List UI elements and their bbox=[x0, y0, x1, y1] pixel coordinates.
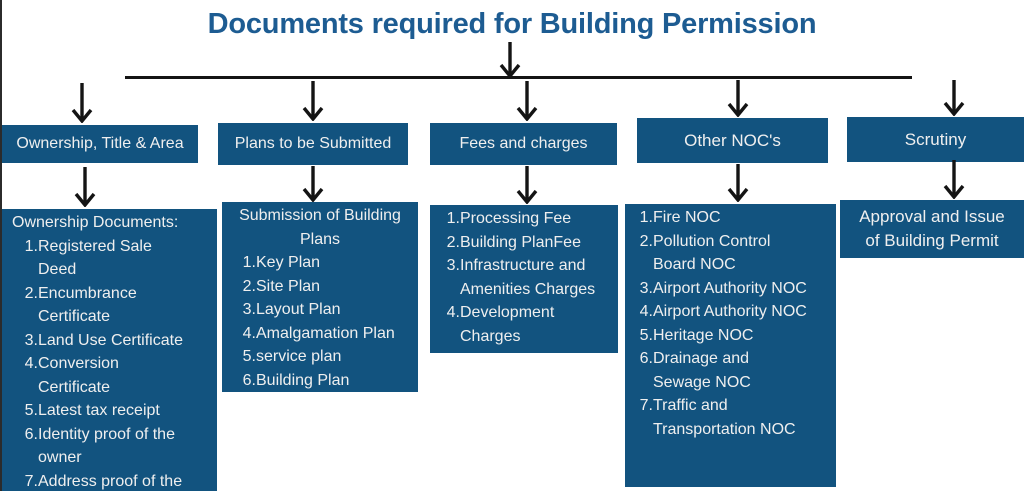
fees-charges-list: Processing Fee Building PlanFee Infrastr… bbox=[430, 205, 618, 348]
list-item: Heritage NOC bbox=[653, 326, 754, 344]
header-label: Other NOC's bbox=[684, 130, 781, 150]
building-plans-list: Key Plan Site Plan Layout Plan Amalgamat… bbox=[222, 251, 418, 392]
list-item: Processing Fee bbox=[460, 210, 572, 227]
list-item: Identity proof of the owner bbox=[38, 425, 175, 467]
arrow-down-icon bbox=[71, 83, 93, 123]
list-item: Drainage and Sewage NOC bbox=[653, 350, 751, 391]
list-item: Registered Sale Deed bbox=[38, 237, 152, 279]
list-item: Address proof of the owner bbox=[38, 472, 183, 490]
list-item: Airport Authority NOC bbox=[653, 303, 807, 320]
body-box-submission-of-building-plans: Submission of Building Plans Key Plan Si… bbox=[222, 202, 418, 392]
list-item: Fire NOC bbox=[653, 209, 721, 226]
body-box-title: Ownership Documents: bbox=[12, 214, 179, 231]
body-box-fees-list: Processing Fee Building PlanFee Infrastr… bbox=[430, 205, 618, 353]
list-item: Key Plan bbox=[256, 254, 321, 271]
header-label: Scrutiny bbox=[904, 129, 967, 149]
list-item: Traffic and Transportation NOC bbox=[653, 397, 796, 438]
list-item: service plan bbox=[256, 348, 342, 365]
list-item: Amalgamation Plan bbox=[256, 324, 395, 342]
list-item: Land Use Certificate bbox=[38, 331, 183, 349]
list-item: Airport Authority NOC bbox=[653, 279, 807, 297]
body-box-title: Submission of Building Plans bbox=[239, 207, 401, 248]
header-box-plans-to-be-submitted: Plans to be Submitted bbox=[218, 123, 408, 165]
arrow-down-icon bbox=[74, 167, 96, 207]
header-box-fees-and-charges: Fees and charges bbox=[430, 123, 617, 165]
list-item: Building PlanFee bbox=[460, 233, 581, 251]
list-item: Site Plan bbox=[256, 277, 321, 295]
header-box-ownership-title-area: Ownership, Title & Area bbox=[2, 125, 198, 163]
list-item: Conversion Certificate bbox=[38, 355, 119, 396]
list-item: Development Charges bbox=[460, 304, 555, 345]
arrow-down-icon bbox=[516, 166, 538, 204]
header-box-scrutiny: Scrutiny bbox=[847, 117, 1024, 162]
header-box-other-nocs: Other NOC's bbox=[637, 118, 828, 163]
list-item: Encumbrance Certificate bbox=[38, 284, 137, 326]
list-item: Infrastructure and Amenities Charges bbox=[460, 257, 596, 298]
arrow-down-icon bbox=[727, 80, 749, 117]
other-nocs-list: Fire NOC Pollution Control Board NOC Air… bbox=[625, 204, 836, 441]
arrow-down-icon bbox=[516, 81, 538, 121]
page-title: Documents required for Building Permissi… bbox=[207, 8, 817, 40]
left-border-line bbox=[0, 0, 2, 491]
arrow-down-icon bbox=[943, 80, 965, 116]
list-item: Pollution Control Board NOC bbox=[653, 232, 771, 274]
list-item: Latest tax receipt bbox=[38, 402, 160, 419]
header-label: Plans to be Submitted bbox=[234, 135, 392, 152]
arrow-down-icon bbox=[943, 160, 965, 199]
ownership-documents-list: Registered Sale Deed Encumbrance Certifi… bbox=[2, 235, 217, 491]
header-label: Ownership, Title & Area bbox=[16, 135, 184, 152]
list-item: Building Plan bbox=[256, 371, 350, 389]
body-box-ownership-documents: Ownership Documents: Registered Sale Dee… bbox=[2, 209, 217, 491]
list-item: Layout Plan bbox=[256, 301, 341, 318]
final-label: Approval and Issue of Building Permit bbox=[859, 207, 1005, 250]
arrow-down-icon bbox=[302, 81, 324, 121]
body-box-approval-issue-permit: Approval and Issue of Building Permit bbox=[840, 200, 1024, 258]
header-label: Fees and charges bbox=[459, 135, 588, 152]
arrow-down-icon bbox=[499, 42, 521, 78]
arrow-down-icon bbox=[302, 166, 324, 202]
body-box-nocs-list: Fire NOC Pollution Control Board NOC Air… bbox=[625, 204, 836, 487]
arrow-down-icon bbox=[727, 164, 749, 202]
connector-horizontal-line bbox=[125, 76, 912, 79]
